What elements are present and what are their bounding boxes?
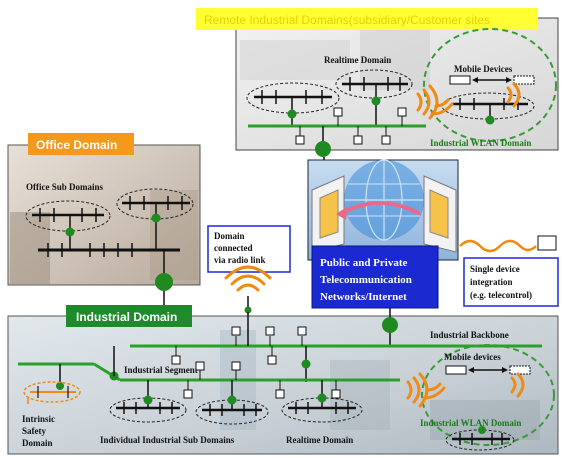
green-node-icon xyxy=(382,317,398,333)
device-box-icon xyxy=(445,365,467,375)
intrinsic-safety-domain: Intrinsic Safety Domain xyxy=(22,381,81,448)
green-node-icon xyxy=(301,359,311,369)
radio-link-line1: Domain xyxy=(214,231,245,241)
green-node-icon xyxy=(485,115,495,125)
device-box-icon xyxy=(297,326,307,336)
realtime-domain-bottom: Realtime Domain xyxy=(281,380,363,445)
device-box-icon xyxy=(183,389,193,399)
realtime-domain-top: Realtime Domain xyxy=(246,55,426,157)
device-box-icon xyxy=(267,355,277,365)
green-node-icon xyxy=(227,395,237,405)
green-node-icon xyxy=(317,393,327,403)
office-sub-domains xyxy=(25,188,194,346)
device-box-icon xyxy=(513,75,535,85)
radio-wave-icon xyxy=(430,98,454,116)
device-box-icon xyxy=(537,235,557,251)
individual-industrial-sub-domains: Individual Industrial Sub Domains xyxy=(100,380,269,445)
mobile-devices-top-label: Mobile Devices xyxy=(454,64,513,74)
green-node-icon xyxy=(371,96,381,106)
globe-icon xyxy=(344,159,424,241)
device-box-icon xyxy=(509,365,531,375)
radio-wave-icon xyxy=(506,82,521,108)
networks-line3: Networks/Internet xyxy=(320,291,407,303)
radio-wave-icon xyxy=(224,265,272,292)
single-device-line1: Single device xyxy=(470,264,520,274)
office-sub-domains-label: Office Sub Domains xyxy=(26,182,104,192)
realtime-domain-bottom-label: Realtime Domain xyxy=(286,435,353,445)
realtime-domain-top-label: Realtime Domain xyxy=(324,55,391,65)
green-node-icon xyxy=(244,306,252,314)
single-device-integration: Single device integration (e.g. telecont… xyxy=(459,235,559,307)
radio-wave-icon xyxy=(510,372,525,398)
networks-line1: Public and Private xyxy=(320,257,408,269)
industrial-wlan-top-label: Industrial WLAN Domain xyxy=(430,138,531,148)
green-node-icon xyxy=(65,227,75,237)
device-box-icon xyxy=(275,389,285,399)
device-box-icon xyxy=(265,326,275,336)
individual-sub-domains-label: Individual Industrial Sub Domains xyxy=(100,435,235,445)
industrial-segment: Industrial Segment xyxy=(18,346,400,399)
mobile-devices-bottom-label: Mobile devices xyxy=(444,352,501,362)
remote-industrial-domain-panel xyxy=(235,17,559,151)
intrinsic-line2: Safety xyxy=(22,426,46,436)
remote-banner-text: Remote Industrial Domains(subsidiary/Cus… xyxy=(204,13,490,27)
radio-wave-icon xyxy=(422,382,446,400)
radio-link-line2: connected xyxy=(214,243,253,253)
device-box-icon xyxy=(295,135,305,145)
green-node-icon xyxy=(56,382,64,390)
radio-link-callout: Domain connected via radio link xyxy=(207,225,291,314)
public-private-networks: Public and Private Telecommunication Net… xyxy=(307,159,459,309)
remote-banner: Remote Industrial Domains(subsidiary/Cus… xyxy=(196,8,538,30)
green-node-icon xyxy=(143,395,153,405)
industrial-backbone: Industrial Backbone xyxy=(130,157,542,382)
radio-link-line3: via radio link xyxy=(214,255,266,265)
office-domain-label: Office Domain xyxy=(36,138,117,152)
industrial-backbone-label: Industrial Backbone xyxy=(430,330,509,340)
office-domain-tag: Office Domain xyxy=(28,133,134,155)
single-device-line2: integration xyxy=(470,277,513,287)
single-device-line3: (e.g. telecontrol) xyxy=(470,290,532,300)
green-node-icon xyxy=(478,426,486,434)
device-box-icon xyxy=(353,135,363,145)
device-box-icon xyxy=(333,107,343,117)
green-node-icon xyxy=(287,109,297,119)
device-box-icon xyxy=(195,361,205,371)
intrinsic-line1: Intrinsic xyxy=(22,414,55,424)
device-box-icon xyxy=(331,389,341,399)
networks-line2: Telecommunication xyxy=(320,274,412,286)
industrial-domain-tag: Industrial Domain xyxy=(66,305,192,327)
green-node-icon xyxy=(151,213,161,223)
curved-arrow-icon xyxy=(339,201,421,216)
device-box-icon xyxy=(397,107,407,117)
device-box-icon xyxy=(381,135,391,145)
industrial-wlan-top: Mobile Devices Industrial WLAN Domain xyxy=(416,28,557,148)
green-node-icon xyxy=(315,141,331,157)
intrinsic-line3: Domain xyxy=(22,438,53,448)
industrial-wlan-bottom-label: Industrial WLAN Domain xyxy=(420,418,521,428)
industrial-domain-label: Industrial Domain xyxy=(76,310,177,324)
industrial-wlan-bottom: Mobile devices Industrial WLAN Domain xyxy=(406,344,555,451)
device-box-icon xyxy=(449,75,471,85)
green-node-icon xyxy=(155,273,173,291)
industrial-segment-label: Industrial Segment xyxy=(124,365,198,375)
device-box-icon xyxy=(171,355,181,365)
device-box-icon xyxy=(231,326,241,336)
device-box-icon xyxy=(231,361,241,371)
